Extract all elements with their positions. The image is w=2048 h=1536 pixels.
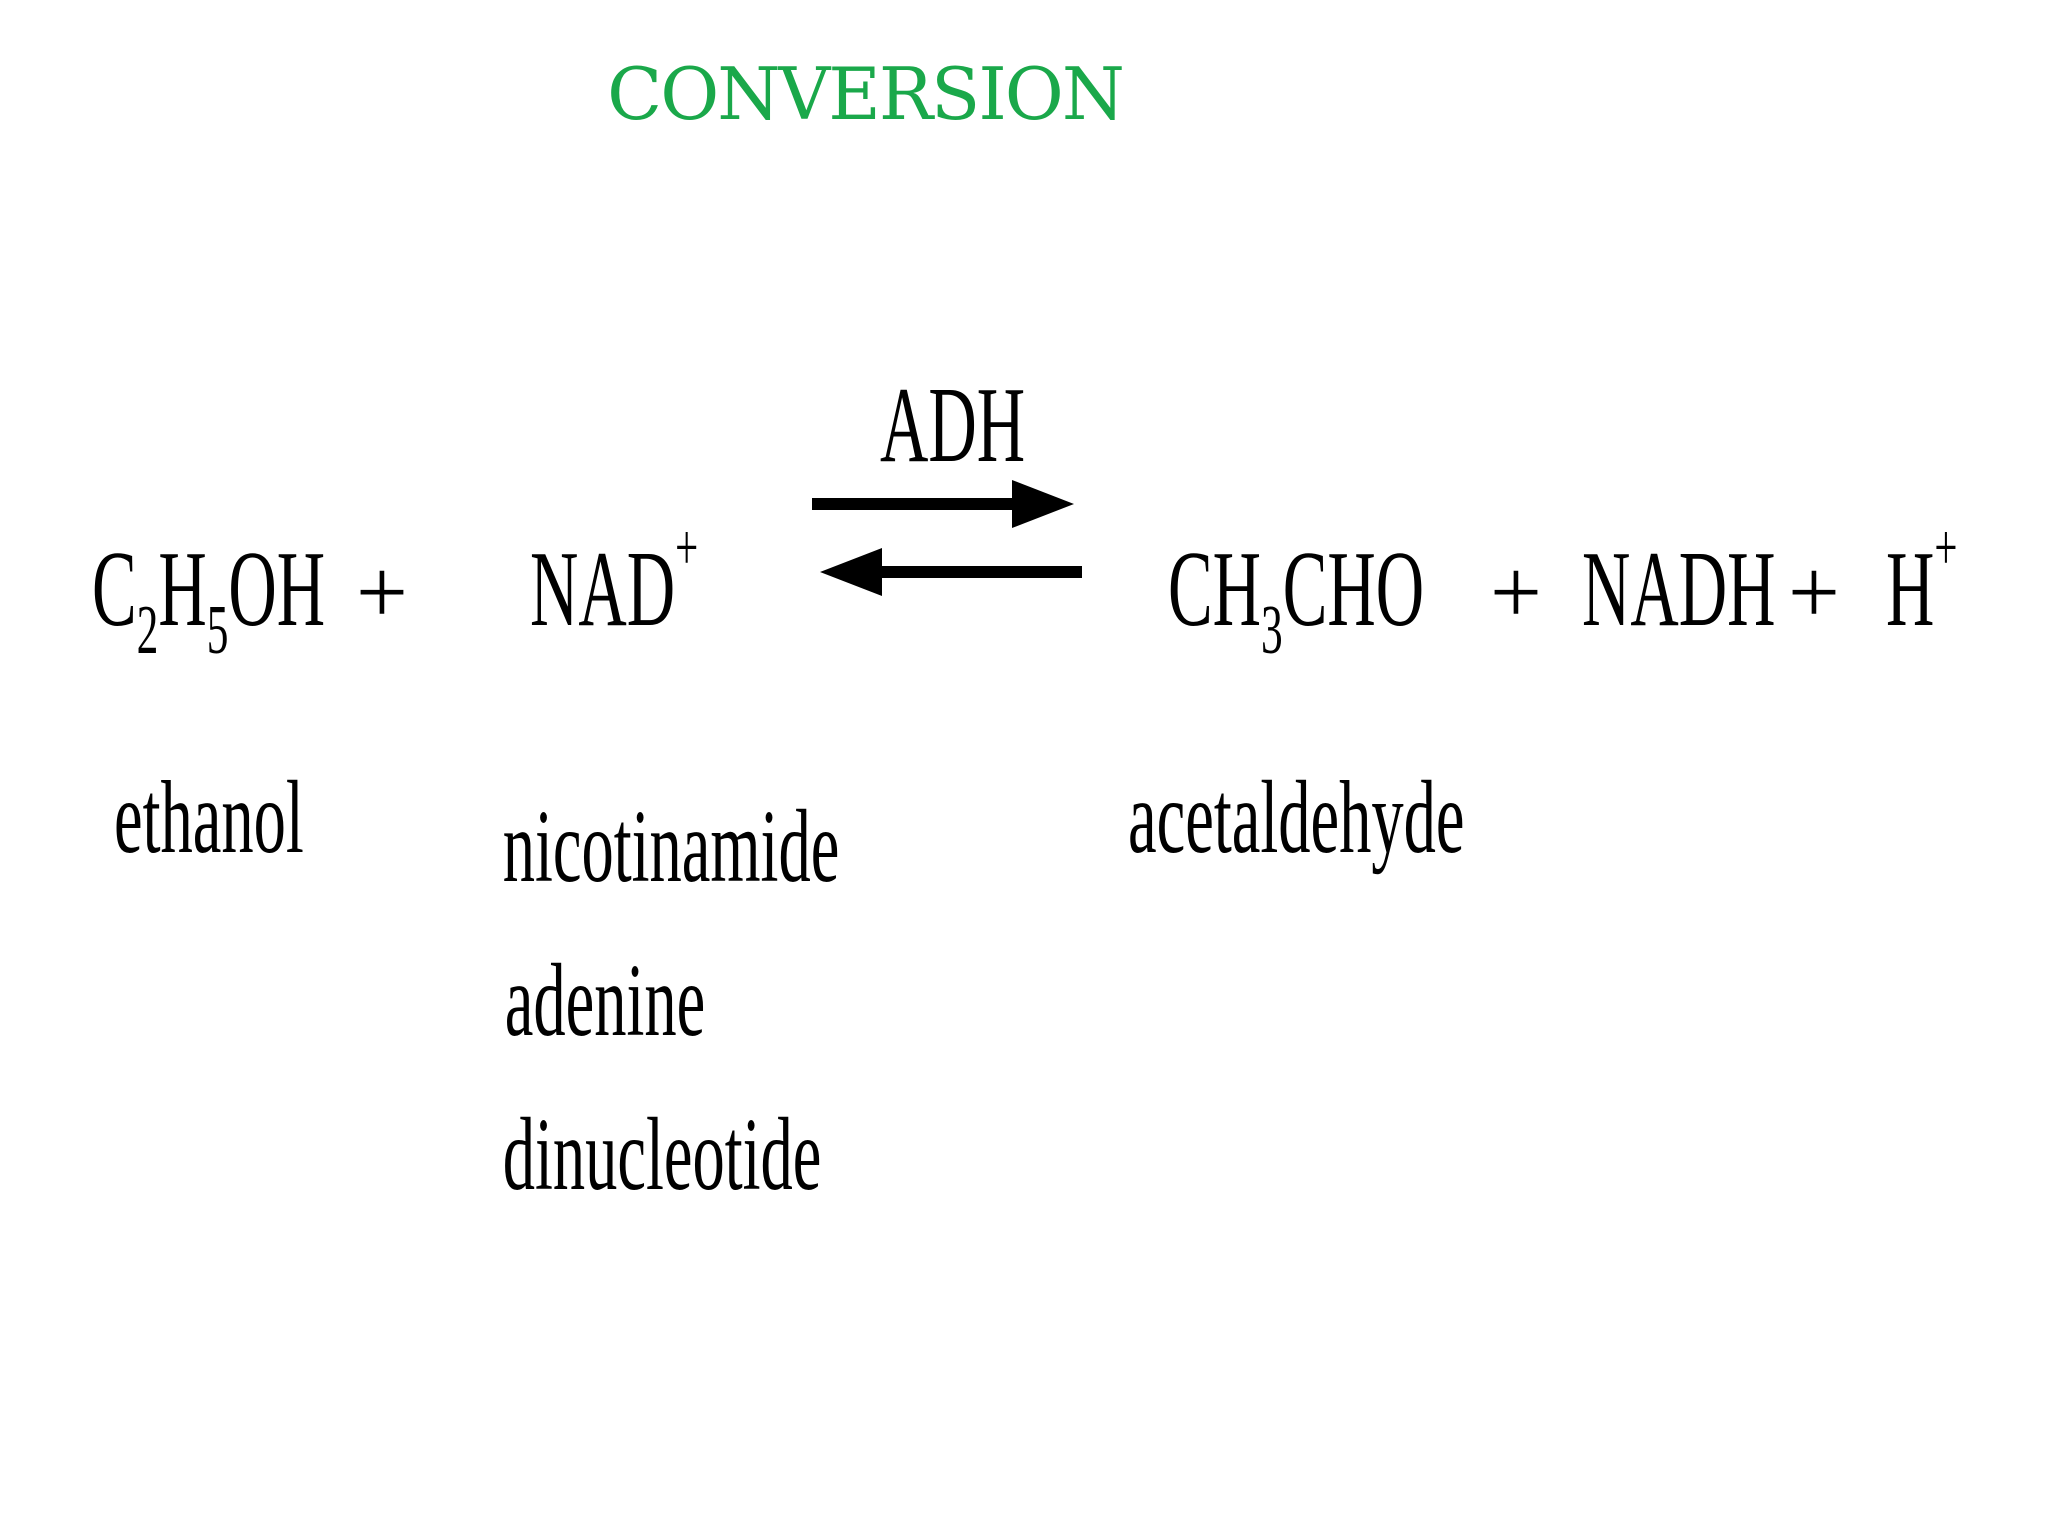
proton-formula: H+ [1886,511,1958,649]
forward-arrow-icon [812,480,1074,528]
nad-formula: NAD+ [530,511,699,649]
plus-sign: + [356,541,408,643]
reverse-arrow-icon [820,548,1082,596]
page-title: CONVERSION [607,52,1125,136]
acetaldehyde-name: acetaldehyde [1128,760,1465,875]
equilibrium-arrows-icon [812,480,1082,596]
ethanol-name: ethanol [114,760,304,875]
enzyme-label: ADH [880,366,1026,485]
nad-name-line: nicotinamide [502,789,840,904]
nad-name: nicotinamide adenine dinucleotide [440,770,840,1232]
plus-sign: + [1490,541,1542,643]
plus-sign: + [1788,541,1840,643]
nad-name-line: dinucleotide [502,1097,822,1212]
acetaldehyde-formula: CH3CHO [1168,530,1425,669]
ethanol-formula: C2H5OH [92,530,326,669]
nadh-formula: NADH [1582,530,1776,649]
nad-name-line: adenine [504,943,706,1058]
